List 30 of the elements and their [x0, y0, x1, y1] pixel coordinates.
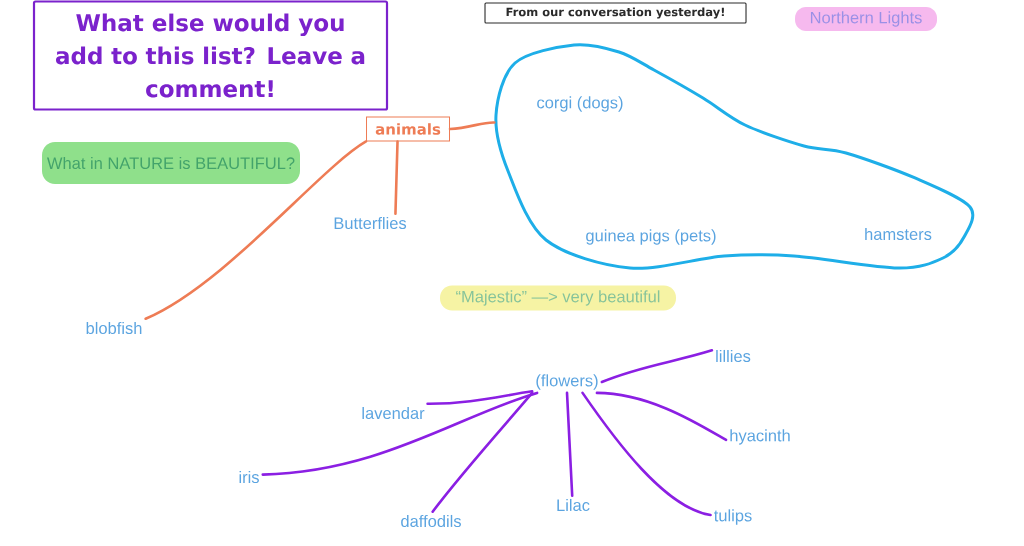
- connector-line: [595, 391, 728, 442]
- topic-box: animals: [366, 116, 450, 142]
- word-label: lillies: [716, 349, 751, 363]
- word-label: hyacinth: [730, 429, 790, 445]
- word-label: iris: [239, 470, 259, 484]
- connector-line: [431, 391, 534, 514]
- word-label: Lilac: [557, 498, 590, 512]
- connector-line: [581, 391, 712, 517]
- note-box: From our conversation yesterday!: [484, 2, 747, 24]
- word-label: hamsters: [865, 227, 932, 241]
- word-label: (flowers): [536, 374, 598, 390]
- highlighted-text: “Majestic” —> very beautiful: [440, 285, 676, 311]
- word-label: corgi (dogs): [537, 96, 623, 112]
- connector-line: [144, 140, 368, 321]
- connector-line: [426, 390, 534, 406]
- highlighted-text: What in NATURE is BEAUTIFUL?: [42, 142, 300, 184]
- word-label: blobfish: [86, 321, 142, 335]
- prompt-box: What else would you add to this list? Leave a comment!: [32, 0, 389, 111]
- connector-line: [600, 349, 714, 384]
- highlighted-text: Northern Lights: [795, 7, 937, 31]
- word-label: guinea pigs (pets): [586, 229, 716, 245]
- word-label: lavendar: [362, 406, 425, 420]
- connector-line: [394, 140, 399, 216]
- word-label: tulips: [714, 509, 752, 525]
- word-label: Butterflies: [334, 216, 407, 230]
- connector-line: [261, 391, 539, 476]
- word-label: daffodils: [401, 514, 461, 528]
- blob-outline: [494, 43, 975, 270]
- connector-line: [565, 391, 574, 498]
- connector-line: [448, 121, 496, 131]
